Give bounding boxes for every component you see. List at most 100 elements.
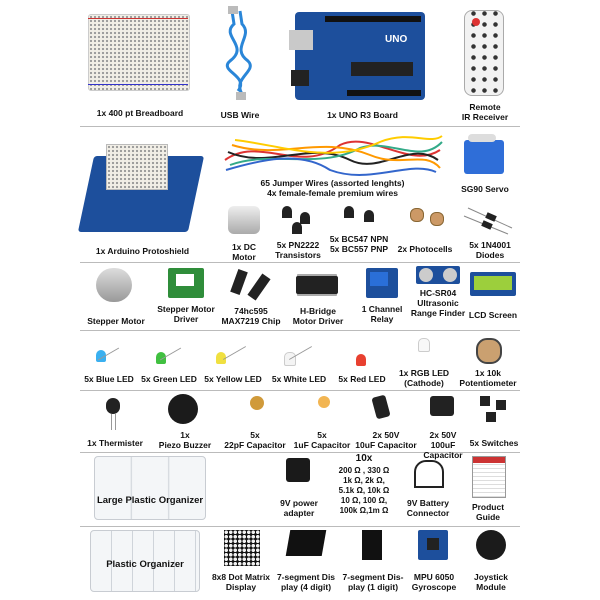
stepper-motor-image	[96, 268, 132, 302]
usb-wire-label: USB Wire	[220, 110, 260, 120]
uno-logo: UNO	[385, 34, 408, 45]
diodes-label: 5x 1N4001 Diodes	[469, 240, 511, 260]
row-divider	[80, 262, 520, 263]
diodes-cell: 5x 1N4001 Diodes	[460, 202, 520, 262]
joystick-label: Joystick Module	[473, 572, 509, 592]
driver-chip	[176, 274, 194, 286]
dc-motor-cell: 1x DC Motor	[220, 202, 268, 262]
hbridge-label: H-Bridge Motor Driver	[292, 306, 344, 326]
blue-led-label: 5x Blue LED	[84, 374, 134, 384]
protoshield-label: 1x Arduino Protoshield	[95, 246, 190, 256]
yellow-led-cell: 5x Yellow LED	[200, 332, 266, 390]
power-adapter-image	[286, 458, 310, 482]
ceramic-capacitor-icon	[250, 396, 264, 410]
piezo-label: 1x Piezo Buzzer	[158, 430, 212, 450]
chips-cell: 74hc595 MAX7219 Chip	[220, 264, 282, 330]
ultrasonic-label: HC-SR04 Ultrasonic Range Finder	[410, 288, 466, 318]
photocell-icon	[430, 212, 444, 226]
dot-matrix-label: 8x8 Dot Matrix Display	[211, 572, 271, 592]
organizer-image	[90, 530, 200, 592]
seven-segment-1-image	[362, 530, 382, 560]
adapter-label: 9V power adapter	[280, 498, 318, 518]
hbridge-cell: H-Bridge Motor Driver	[284, 264, 352, 330]
resistors-list: 200 Ω , 330 Ω 1k Ω, 2k Ω, 5.1k Ω, 10k Ω …	[338, 466, 390, 515]
thermister-cell: 1x Thermister	[80, 392, 150, 452]
remote-image	[464, 10, 504, 96]
resistors-title: 10x	[355, 453, 373, 464]
resistors-cell: 10x 200 Ω , 330 Ω 1k Ω, 2k Ω, 5.1k Ω, 10…	[328, 454, 400, 526]
lcd-screen	[474, 276, 512, 290]
mpu-cell: MPU 6050 Gyroscope	[406, 528, 462, 596]
jumper-wires-image	[224, 135, 443, 176]
guide-cell: Product Guide	[456, 454, 520, 526]
relay-cell: 1 Channel Relay	[354, 264, 410, 330]
seg4-label: 7-segment Dis play (4 digit)	[276, 572, 336, 592]
dc-motor-image	[228, 206, 260, 234]
adapter-cell: 9V power adapter	[270, 454, 328, 526]
components-grid: 1x 400 pt Breadboard USB Wire UNO 1x UNO…	[77, 6, 520, 596]
red-led-label: 5x Red LED	[338, 374, 386, 384]
header-pins	[347, 90, 421, 96]
pot-label: 1x 10k Potentiometer	[459, 368, 517, 388]
relay-label: 1 Channel Relay	[361, 304, 403, 324]
ultrasonic-cell: HC-SR04 Ultrasonic Range Finder	[410, 264, 466, 330]
piezo-cell: 1x Piezo Buzzer	[150, 392, 220, 452]
seven-segment-4-image	[285, 530, 327, 556]
ceramic-capacitor-icon	[318, 396, 330, 408]
thermister-image	[106, 398, 120, 414]
blue-led-cell: 5x Blue LED	[80, 332, 138, 390]
protoshield-cell: 1x Arduino Protoshield	[77, 130, 205, 260]
jumper-label: 65 Jumper Wires (assorted lenghts) 4x fe…	[260, 178, 405, 198]
photocell-icon	[410, 208, 424, 222]
uno-board-image: UNO	[289, 12, 425, 100]
power-rail-red	[88, 18, 188, 19]
usb-port	[289, 30, 313, 50]
bc547-cell: 5x BC547 NPN 5x BC557 PNP	[328, 202, 390, 262]
large-organizer-label: Large Plastic Organizer	[96, 495, 204, 506]
header-pins	[325, 16, 421, 22]
organizer-cell: Plastic Organizer	[80, 528, 210, 596]
rgb-led-label: 1x RGB LED (Cathode)	[398, 368, 450, 388]
transistor-icon	[292, 222, 302, 234]
servo-image	[464, 140, 504, 174]
stepper-driver-label: Stepper Motor Driver	[157, 304, 215, 324]
cap10u-label: 2x 50V 10uF Capacitor	[355, 430, 417, 450]
lcd-cell: LCD Screen	[466, 264, 520, 330]
electrolytic-capacitor-icon	[371, 394, 391, 420]
row-divider	[80, 526, 520, 527]
electrolytic-capacitor-icon	[430, 396, 454, 416]
power-jack	[291, 70, 309, 86]
led-icon	[96, 350, 106, 362]
breadboard-label: 1x 400 pt Breadboard	[96, 108, 184, 118]
pot-cell: 1x 10k Potentiometer	[456, 332, 520, 390]
bc547-label: 5x BC547 NPN 5x BC557 PNP	[329, 234, 389, 254]
ic-chip-icon	[247, 273, 271, 301]
switch-icon	[496, 400, 506, 410]
stepper-driver-cell: Stepper Motor Driver	[152, 264, 220, 330]
seg4-cell: 7-segment Dis play (4 digit)	[272, 528, 340, 596]
potentiometer-image	[476, 338, 502, 364]
cap1u-cell: 5x 1uF Capacitor	[290, 392, 354, 452]
product-guide-image	[472, 456, 506, 498]
transistor-icon	[282, 206, 292, 218]
mini-breadboard	[106, 144, 168, 190]
diodes-image	[463, 207, 513, 235]
uno-label: 1x UNO R3 Board	[327, 110, 398, 120]
switch-icon	[480, 396, 490, 406]
transistor-icon	[344, 206, 354, 218]
seg1-cell: 7-segment Dis- play (1 digit)	[340, 528, 406, 596]
cap22-cell: 5x 22pF Capacitor	[220, 392, 290, 452]
dc-motor-label: 1x DC Motor	[231, 242, 257, 262]
transducer	[443, 268, 457, 282]
row-divider	[80, 330, 520, 331]
switch-icon	[486, 412, 496, 422]
joystick-cell: Joystick Module	[462, 528, 520, 596]
photocells-label: 2x Photocells	[397, 244, 453, 254]
led-icon	[356, 354, 366, 366]
battery-label: 9V Battery Connector	[406, 498, 450, 518]
battery-cell: 9V Battery Connector	[400, 454, 456, 526]
pn2222-label: 5x PN2222 Transistors	[275, 240, 321, 260]
atmega-chip	[351, 62, 413, 76]
dot-matrix-cell: 8x8 Dot Matrix Display	[210, 528, 272, 596]
power-rail-blue	[88, 84, 188, 85]
